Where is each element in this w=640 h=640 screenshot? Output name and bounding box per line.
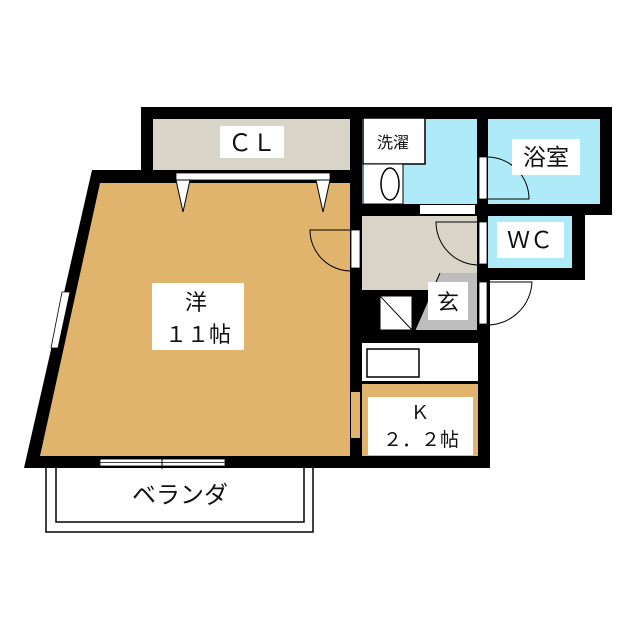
laundry-label: 洗濯 [377, 133, 409, 152]
kitchen-label: Ｋ [410, 402, 429, 424]
western-room-size: １１帖 [165, 323, 231, 348]
western-room-label: 洋 [185, 291, 207, 316]
balcony-window [99, 456, 226, 469]
closet-door [175, 172, 331, 181]
wc-door-swing [435, 221, 480, 266]
room-door-swing [309, 229, 352, 272]
bathroom-label: 浴室 [523, 145, 569, 171]
toilet-label: ＷＣ [507, 228, 553, 254]
side-window [50, 291, 71, 349]
kitchen-size: ２．２帖 [383, 429, 459, 451]
sink [366, 348, 420, 378]
entrance-door-swing [486, 281, 533, 326]
entrance-label: 玄 [437, 291, 459, 316]
closet-label: ＣＬ [228, 129, 276, 157]
balcony-label: ベランダ [132, 481, 228, 509]
balcony [45, 465, 314, 533]
